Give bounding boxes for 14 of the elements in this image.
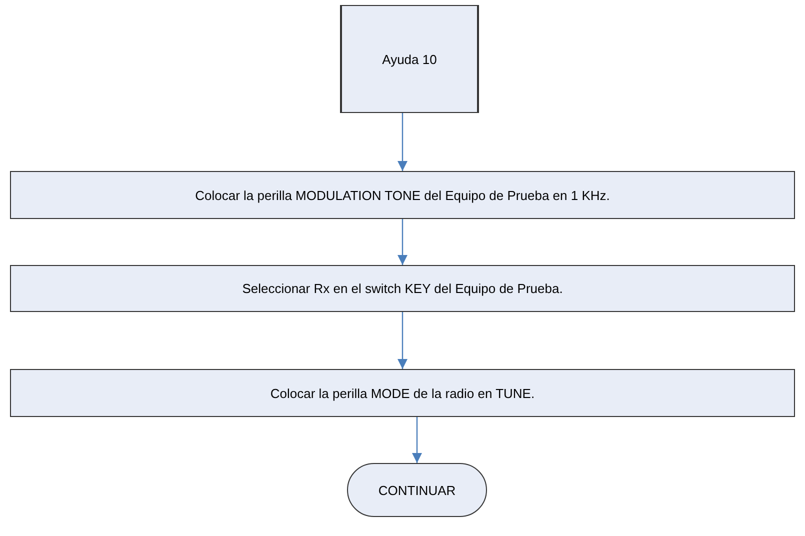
process-box (10, 265, 795, 312)
arrow (412, 417, 422, 463)
terminator-shape (347, 463, 487, 517)
arrow (398, 312, 408, 369)
process-box (10, 369, 795, 417)
arrow (398, 113, 408, 171)
node-text: Seleccionar Rx en el switch KEY del Equipo de Prueba. (241, 281, 564, 296)
subprocess-box (341, 5, 478, 113)
process-box (10, 171, 795, 219)
node-text: Ayuda 10 (381, 52, 438, 66)
node-text: CONTINUAR (377, 482, 457, 498)
node-text: Colocar la perilla MODULATION TONE del Equipo de Prueba en 1 KHz. (194, 188, 611, 202)
node-text: Colocar la perilla MODE de la radio en TUNE. (269, 386, 536, 400)
arrow (398, 219, 408, 265)
